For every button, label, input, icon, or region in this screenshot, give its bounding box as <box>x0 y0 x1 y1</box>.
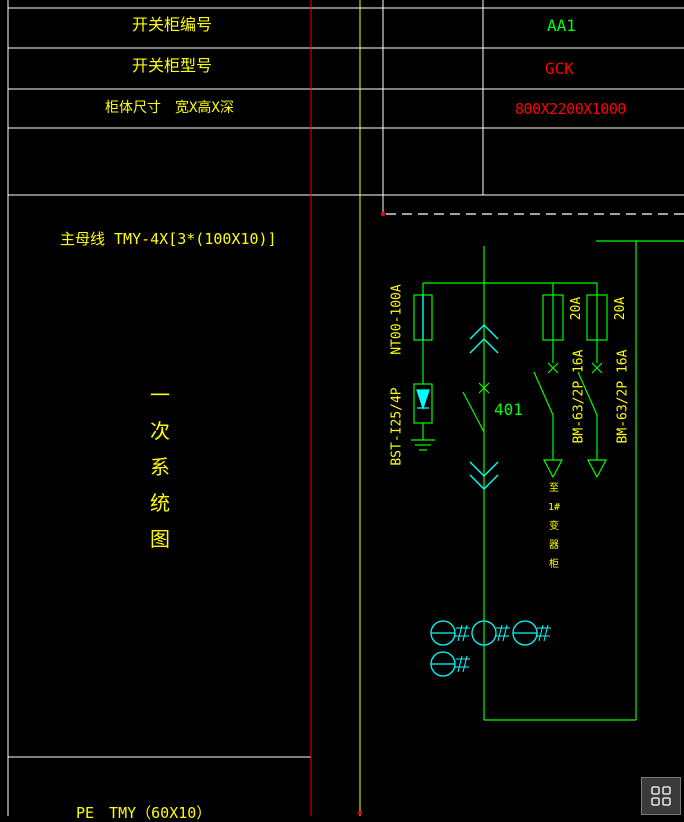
feeder-note-char: 1# <box>548 502 561 513</box>
main-busbar-label: 主母线 TMY-4X[3*(100X10)] <box>60 230 277 248</box>
viewcube-icon[interactable] <box>641 777 681 815</box>
cabinet-number-value: AA1 <box>547 16 576 35</box>
feeder-note-vertical: 至 1# 变 器 柜 <box>548 484 560 579</box>
feeder-arrow <box>543 459 563 479</box>
cabinet-size-label: 柜体尺寸 宽X高X深 <box>105 100 234 116</box>
green-circuit <box>411 240 684 721</box>
cabinet-number-label: 开关柜编号 <box>132 15 213 34</box>
system-label-char: 图 <box>150 527 170 551</box>
breaker-2 <box>533 371 554 416</box>
feeder-note-char: 至 <box>549 483 560 494</box>
breaker-3-label: BM-63/2P 16A <box>615 349 631 444</box>
system-label-char: 次 <box>150 419 170 443</box>
feeder-note-char: 变 <box>549 521 560 532</box>
red-node-dot <box>381 212 385 216</box>
breaker-401 <box>462 391 485 433</box>
red-node-dot <box>358 811 362 815</box>
fuse-3-label: 20A <box>613 296 629 321</box>
fuse-2-label: 20A <box>569 296 585 321</box>
system-label-char: 统 <box>150 491 170 515</box>
pe-busbar-label: PE TMY（60X10） <box>76 804 212 822</box>
current-transformer-icon <box>471 620 497 646</box>
system-label-char: 系 <box>150 455 170 479</box>
breaker-401-label: 401 <box>494 400 523 419</box>
cabinet-size-value: 800X2200X1000 <box>515 100 626 118</box>
table-grid <box>7 0 684 816</box>
cabinet-model-value: GCK <box>545 59 574 78</box>
cabinet-model-label: 开关柜型号 <box>132 56 213 75</box>
feeder-arrow <box>587 459 607 479</box>
system-diagram-vertical-label: 一 次 系 统 图 <box>150 385 170 565</box>
breaker-3 <box>577 371 598 416</box>
cyan-devices <box>416 295 538 677</box>
spd-arrow-icon <box>416 389 430 411</box>
system-label-char: 一 <box>150 383 170 407</box>
fuse-1-label: NT00-100A <box>389 284 405 355</box>
grid-icon <box>651 786 671 806</box>
breaker-2-label: BM-63/2P 16A <box>571 349 587 444</box>
ct-hash-marks <box>455 624 551 673</box>
feeder-note-char: 柜 <box>549 559 560 570</box>
feeder-note-char: 器 <box>549 540 560 551</box>
spd-label: BST-I25/4P <box>389 387 405 466</box>
